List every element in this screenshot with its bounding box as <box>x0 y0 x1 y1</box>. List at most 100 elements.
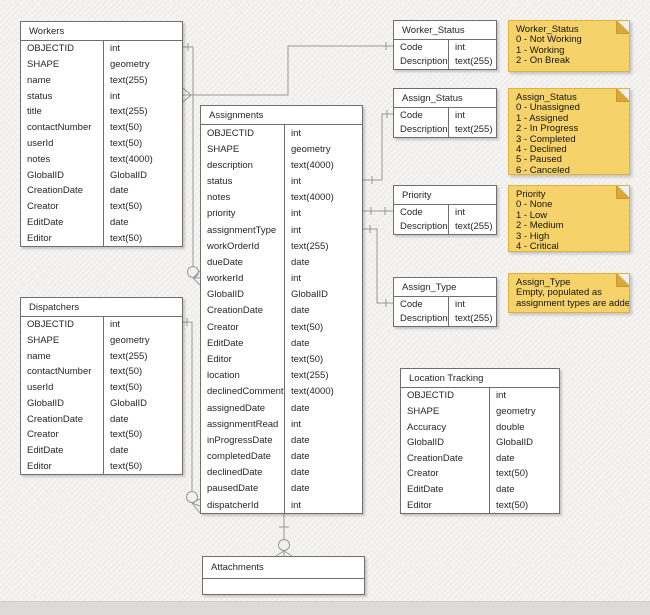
connector-assignments-attachments[interactable] <box>276 514 292 556</box>
connector-workers-assignments[interactable] <box>183 43 200 285</box>
field-type: text(255) <box>448 219 496 234</box>
field-name: completedDate <box>207 451 271 463</box>
field-type: geometry <box>489 403 559 420</box>
field-type: text(50) <box>489 466 559 482</box>
field-type: text(50) <box>103 379 182 396</box>
field-type: GlobalID <box>284 286 362 303</box>
field-name: description <box>207 159 253 171</box>
crowsfoot <box>193 271 200 285</box>
field-name: Description <box>400 124 448 136</box>
canvas-bottom-edge <box>0 601 650 615</box>
field-name: EditDate <box>207 337 244 349</box>
field-name: Code <box>400 109 423 121</box>
field-type: text(50) <box>103 458 182 475</box>
table-title: Worker_Status <box>394 21 496 40</box>
field-type: date <box>284 254 362 271</box>
field-name: EditDate <box>27 216 64 228</box>
connector-workers-workerstatus[interactable] <box>183 42 393 102</box>
field-name: workerId <box>207 273 244 285</box>
field-name: Editor <box>27 232 52 244</box>
field-type: text(4000) <box>103 151 182 168</box>
field-type: date <box>489 450 559 467</box>
note-line: 3 - High <box>516 230 550 242</box>
field-type: text(255) <box>448 54 496 69</box>
note-line: Assign_Type <box>516 277 571 288</box>
field-type: date <box>284 448 362 465</box>
field-type: GlobalID <box>103 167 182 183</box>
field-type: text(255) <box>103 348 182 365</box>
field-name: userId <box>27 382 54 394</box>
note-line: Assign_Status <box>516 92 577 103</box>
note-line: Worker_Status <box>516 24 579 35</box>
field-type: date <box>103 182 182 199</box>
field-type: text(50) <box>489 497 559 513</box>
field-type: text(255) <box>284 367 362 384</box>
field-name: OBJECTID <box>27 43 74 55</box>
field-type: text(255) <box>284 238 362 255</box>
connector-assignments-assigntype[interactable] <box>363 225 393 307</box>
note-line: 2 - Medium <box>516 220 564 232</box>
note-line: 1 - Low <box>516 209 548 221</box>
field-name: EditDate <box>407 484 444 496</box>
table-title: Assign_Type <box>394 278 496 297</box>
note-fold-corner <box>616 89 629 102</box>
field-type: date <box>284 464 362 481</box>
field-name: CreationDate <box>407 452 463 464</box>
note-line: 1 - Working <box>516 44 565 56</box>
table-attachments[interactable]: Attachments <box>202 556 365 595</box>
connector-dispatchers-assignments[interactable] <box>183 318 200 513</box>
field-row: CreationDate date <box>401 450 559 467</box>
field-name: status <box>207 176 233 188</box>
field-type: int <box>448 108 496 123</box>
field-row: completedDate date <box>201 448 362 465</box>
field-name: title <box>27 106 42 118</box>
field-type: text(4000) <box>284 157 362 174</box>
field-name: GlobalID <box>407 437 444 449</box>
field-name: GlobalID <box>207 289 244 301</box>
field-type: text(50) <box>103 198 182 215</box>
field-name: name <box>27 74 51 86</box>
connector-assignments-priority[interactable] <box>363 207 393 215</box>
field-row: GlobalID GlobalID <box>201 286 362 303</box>
connector-assignments-assignstatus[interactable] <box>363 110 393 184</box>
field-type: int <box>448 297 496 312</box>
field-name: CreationDate <box>27 185 83 197</box>
field-type: geometry <box>284 141 362 158</box>
field-name: EditDate <box>27 444 64 456</box>
